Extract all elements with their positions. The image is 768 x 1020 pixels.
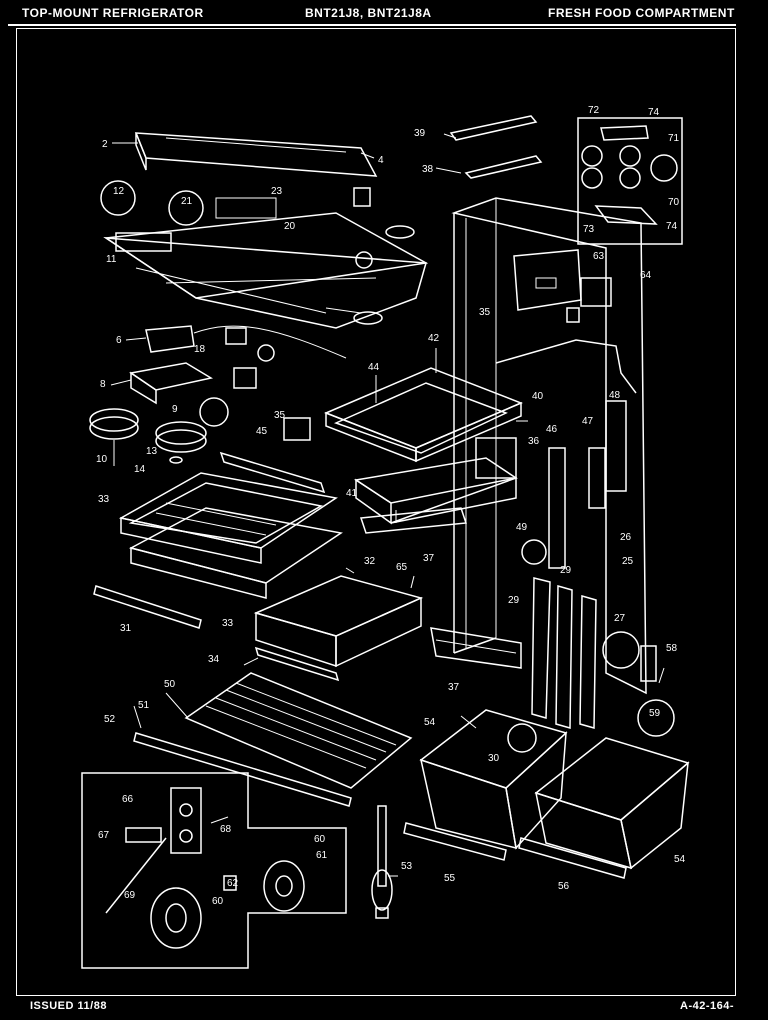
callout-21: 21: [181, 196, 193, 207]
callout-70: 70: [668, 197, 680, 208]
callout-36: 36: [528, 436, 540, 447]
callout-34: 34: [208, 654, 220, 665]
callout-65: 65: [396, 562, 408, 573]
callout-52: 52: [104, 714, 116, 725]
callout-53: 53: [401, 861, 413, 872]
callout-31: 31: [120, 623, 132, 634]
callout-27: 27: [614, 613, 626, 624]
parts-diagram-frame: 2 4 12 21 23 20 11 6 18 8 9 10 13 14 39 …: [16, 28, 736, 996]
callout-12: 12: [113, 186, 125, 197]
control-components: [89, 325, 347, 464]
callout-48: 48: [609, 390, 621, 401]
callout-18: 18: [194, 344, 206, 355]
callout-68: 68: [220, 824, 232, 835]
control-housing-assembly: [100, 132, 429, 329]
callout-42: 42: [428, 333, 440, 344]
callout-59: 59: [649, 708, 661, 719]
callout-46: 46: [546, 424, 558, 435]
callout-25: 25: [622, 556, 634, 567]
shelf-supports: [430, 400, 675, 737]
callout-64: 64: [640, 270, 652, 281]
crisper-drawers: [403, 709, 690, 879]
header-title-right: FRESH FOOD COMPARTMENT: [548, 6, 735, 20]
callout-44: 44: [368, 362, 380, 373]
callout-33a: 33: [98, 494, 110, 505]
callout-45: 45: [256, 426, 268, 437]
callout-29b: 29: [508, 595, 520, 606]
callout-38: 38: [422, 164, 434, 175]
callout-37a: 37: [423, 553, 435, 564]
callout-29a: 29: [560, 565, 572, 576]
callout-56: 56: [558, 881, 570, 892]
callout-60a: 60: [314, 834, 326, 845]
leader-lines: [110, 133, 665, 877]
callout-55: 55: [444, 873, 456, 884]
callout-54a: 54: [424, 717, 436, 728]
inset-dairy-door: [577, 117, 683, 245]
callout-26: 26: [620, 532, 632, 543]
callout-6: 6: [116, 335, 122, 346]
callout-8: 8: [100, 379, 106, 390]
callout-66: 66: [122, 794, 134, 805]
callout-74b: 74: [666, 221, 678, 232]
center-shelves: [324, 367, 523, 534]
inset-roller-assembly: [81, 772, 347, 969]
header-rule: [8, 24, 736, 26]
callout-2: 2: [102, 139, 108, 150]
callout-60b: 60: [212, 896, 224, 907]
callout-35a: 35: [479, 307, 491, 318]
header-model-numbers: BNT21J8, BNT21J8A: [305, 6, 432, 20]
callout-49: 49: [516, 522, 528, 533]
callout-23: 23: [271, 186, 283, 197]
callout-58: 58: [666, 643, 678, 654]
callout-47: 47: [582, 416, 594, 427]
callout-62: 62: [227, 878, 239, 889]
callout-69: 69: [124, 890, 136, 901]
callout-4: 4: [378, 155, 384, 166]
footer-figure-code: A-42-164-: [680, 1000, 735, 1012]
callout-50: 50: [164, 679, 176, 690]
callout-54b: 54: [674, 854, 686, 865]
footer-issued-date: ISSUED 11/88: [30, 1000, 107, 1012]
callout-51: 51: [138, 700, 150, 711]
callout-labels: 2 4 12 21 23 20 11 6 18 8 9 10 13 14 39 …: [96, 105, 686, 907]
callout-37b: 37: [448, 682, 460, 693]
callout-20: 20: [284, 221, 296, 232]
meat-pan: [253, 575, 424, 682]
callout-71: 71: [668, 133, 680, 144]
callout-13: 13: [146, 446, 158, 457]
callout-63: 63: [593, 251, 605, 262]
callout-74a: 74: [648, 107, 660, 118]
callout-32: 32: [364, 556, 376, 567]
callout-41: 41: [346, 488, 358, 499]
callout-40: 40: [532, 391, 544, 402]
callout-67: 67: [98, 830, 110, 841]
callout-61: 61: [316, 850, 328, 861]
callout-30: 30: [488, 753, 500, 764]
callout-72: 72: [588, 105, 600, 116]
callout-14: 14: [134, 464, 146, 475]
left-wire-shelves: [93, 417, 343, 629]
header-title-left: TOP-MOUNT REFRIGERATOR: [22, 6, 204, 20]
callout-33b: 33: [222, 618, 234, 629]
callout-9: 9: [172, 404, 178, 415]
callout-39: 39: [414, 128, 426, 139]
callout-10: 10: [96, 454, 108, 465]
callout-35b: 35: [274, 410, 286, 421]
thermometer: [371, 805, 393, 919]
callout-73: 73: [583, 224, 595, 235]
callout-11: 11: [106, 254, 117, 265]
crisper-cover: [133, 672, 413, 807]
